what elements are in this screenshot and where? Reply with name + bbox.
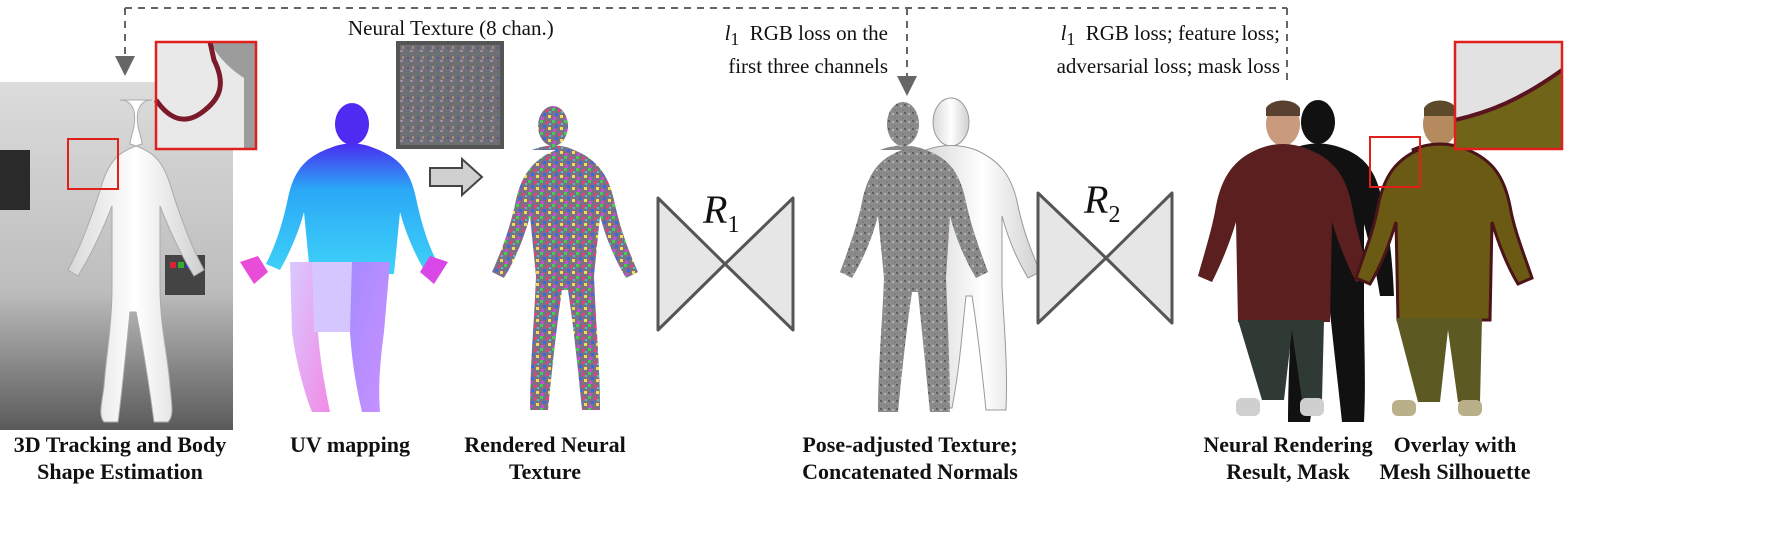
loss-note-2-sub: 1 (1066, 29, 1076, 50)
loss-note-1: l1 RGB loss on the first three channels (725, 20, 888, 80)
network-r1-symbol: R (703, 187, 728, 232)
caption-neural-rendering: Neural Rendering Result, Mask (1198, 431, 1378, 485)
overlay-figure (1354, 100, 1534, 416)
zoom-inset-1 (153, 40, 258, 151)
highlight-box-large-2 (1453, 40, 1564, 151)
loss-note-1-sub: 1 (730, 29, 740, 50)
caption-rendered-texture: Rendered Neural Texture (455, 431, 635, 485)
caption-overlay: Overlay with Mesh Silhouette (1370, 431, 1540, 485)
flow-arrow-1 (429, 156, 484, 198)
tracking-photo (0, 82, 233, 430)
network-r1 (656, 196, 795, 332)
caption-neural-rendering-line2: Result, Mask (1226, 459, 1350, 484)
network-r2 (1036, 191, 1174, 325)
pose-adjusted-figure (840, 97, 1041, 412)
caption-pose-adjusted-line2: Concatenated Normals (802, 459, 1018, 484)
network-r1-label: R1 (703, 186, 739, 239)
network-r2-label: R2 (1084, 176, 1120, 229)
caption-overlay-line2: Mesh Silhouette (1379, 459, 1531, 484)
zoom-inset-2 (1453, 40, 1564, 151)
caption-rendered-texture-line2: Texture (508, 459, 582, 484)
loss-note-2-line2: adversarial loss; mask loss (1056, 54, 1280, 79)
loss-note-1-var: l (724, 21, 731, 45)
neural-texture-label: Neural Texture (8 chan.) (348, 16, 554, 40)
caption-neural-rendering-line1: Neural Rendering (1203, 432, 1373, 457)
caption-pose-adjusted-line1: Pose-adjusted Texture; (802, 432, 1018, 457)
caption-uv-mapping-line1: UV mapping (289, 432, 411, 457)
loss-note-2-line1: RGB loss; feature loss; (1085, 21, 1280, 45)
caption-overlay-line1: Overlay with (1393, 432, 1517, 457)
caption-uv-mapping: UV mapping (280, 431, 420, 458)
rendered-texture-figure (492, 106, 638, 410)
loss-note-1-line1: RGB loss on the (749, 21, 888, 45)
neural-rendering-figure (1198, 100, 1394, 422)
highlight-box-small-1 (67, 138, 119, 190)
loss-note-1-line2: first three channels (728, 54, 888, 79)
caption-tracking: 3D Tracking and Body Shape Estimation (10, 431, 230, 485)
network-r1-index: 1 (727, 212, 740, 238)
loss-note-2: l1 RGB loss; feature loss; adversarial l… (1057, 20, 1280, 80)
uv-mapping-figure (240, 103, 448, 412)
feedback-arrows (115, 7, 1288, 96)
neural-texture-thumbnail (396, 41, 504, 149)
highlight-box-small-2 (1369, 136, 1421, 188)
caption-rendered-texture-line1: Rendered Neural (464, 432, 626, 457)
caption-pose-adjusted: Pose-adjusted Texture; Concatenated Norm… (790, 431, 1030, 485)
network-r2-index: 2 (1108, 202, 1121, 228)
caption-tracking-line1: 3D Tracking and Body (13, 432, 227, 457)
highlight-box-large-1 (154, 40, 258, 151)
network-r2-symbol: R (1084, 177, 1109, 222)
caption-tracking-line2: Shape Estimation (37, 459, 203, 484)
loss-note-2-var: l (1060, 21, 1067, 45)
